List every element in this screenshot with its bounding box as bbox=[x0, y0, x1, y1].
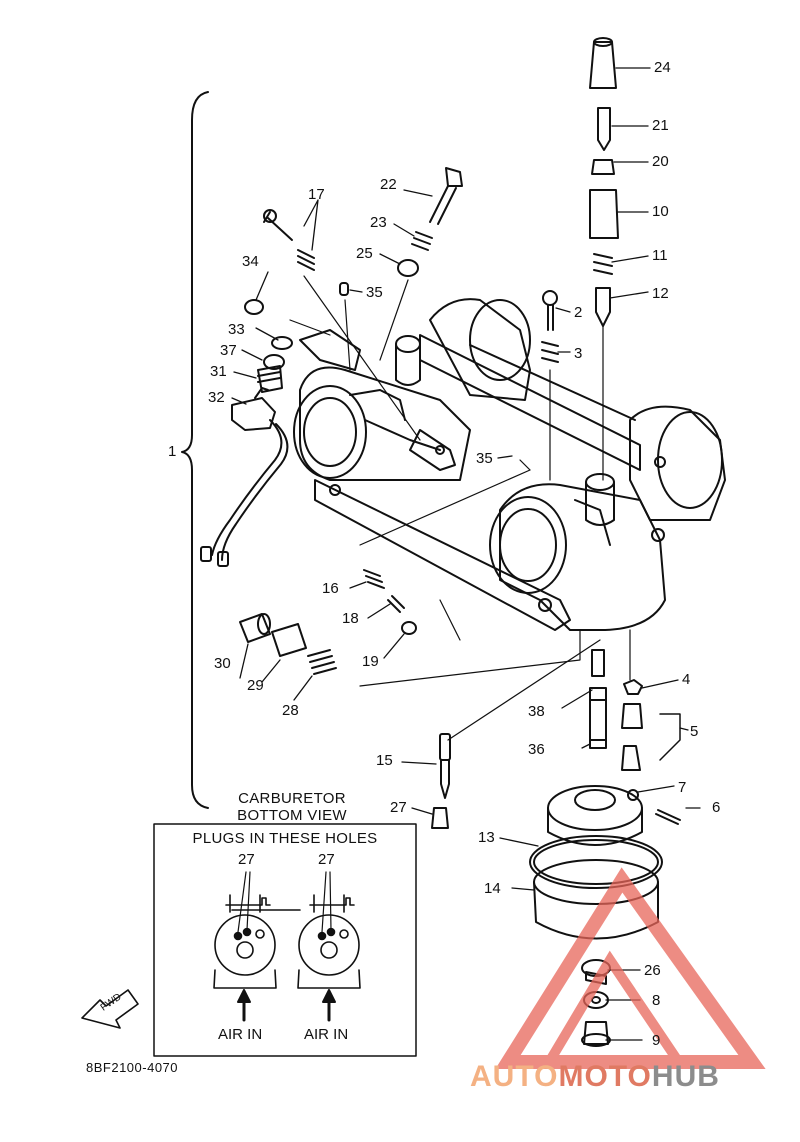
callout-12: 12 bbox=[652, 285, 669, 302]
spring-16 bbox=[363, 569, 385, 589]
assembly-bracket bbox=[181, 91, 209, 809]
callout-37: 37 bbox=[220, 342, 237, 359]
callout-27-inset-right: 27 bbox=[318, 851, 335, 868]
leader-lines bbox=[231, 67, 701, 1041]
watermark-logo bbox=[495, 867, 766, 1069]
callout-31: 31 bbox=[210, 363, 227, 380]
callout-30: 30 bbox=[214, 655, 231, 672]
plug-27 bbox=[431, 807, 449, 829]
cap-25 bbox=[397, 259, 419, 277]
inset-carb-left bbox=[213, 894, 301, 989]
inset-carb-right bbox=[297, 894, 361, 989]
plug-35 bbox=[339, 282, 349, 296]
inset-carburetors bbox=[213, 871, 361, 989]
callout-36: 36 bbox=[528, 741, 545, 758]
callout-8: 8 bbox=[652, 992, 661, 1009]
callout-3: 3 bbox=[574, 345, 583, 362]
callout-10: 10 bbox=[652, 203, 669, 220]
spring-23 bbox=[411, 231, 433, 251]
callout-18: 18 bbox=[342, 610, 359, 627]
callout-35-top: 35 bbox=[366, 284, 383, 301]
callout-15: 15 bbox=[376, 752, 393, 769]
diagram-code: 8BF2100-4070 bbox=[86, 1060, 179, 1075]
linkage-rail bbox=[314, 334, 641, 631]
callout-14: 14 bbox=[484, 880, 501, 897]
watermark-part-2: MOTO bbox=[558, 1060, 652, 1093]
bottom-view-title: CARBURETOR BOTTOM VIEW bbox=[237, 790, 347, 824]
plug-holes bbox=[233, 927, 336, 941]
callout-35-mid: 35 bbox=[476, 450, 493, 467]
throttle-arm bbox=[409, 429, 456, 471]
float-bowl bbox=[529, 785, 681, 1047]
callout-29: 29 bbox=[247, 677, 264, 694]
watermark-text: AUTOMOTOHUB bbox=[470, 1060, 720, 1094]
plugs-label: PLUGS IN THESE HOLES bbox=[192, 830, 378, 847]
spring-3 bbox=[541, 341, 559, 363]
callout-38: 38 bbox=[528, 703, 545, 720]
pin-18 bbox=[387, 595, 405, 613]
air-in-arrows bbox=[237, 989, 336, 1022]
callout-13: 13 bbox=[478, 829, 495, 846]
callout-11: 11 bbox=[652, 247, 668, 264]
air-in-left-label: AIR IN bbox=[218, 1026, 263, 1043]
jet-5b bbox=[621, 745, 641, 771]
callout-20: 20 bbox=[652, 153, 669, 170]
needle-jet bbox=[589, 649, 607, 749]
callout-4: 4 bbox=[682, 671, 691, 688]
needle-parts bbox=[239, 613, 337, 675]
callout-19: 19 bbox=[362, 653, 379, 670]
guide-lines bbox=[289, 275, 631, 741]
pilot-screw-parts bbox=[244, 299, 293, 393]
fwd-arrow bbox=[81, 989, 139, 1029]
screw-2 bbox=[542, 290, 558, 331]
callout-28: 28 bbox=[282, 702, 299, 719]
callout-21: 21 bbox=[652, 117, 669, 134]
inset-frame bbox=[153, 823, 417, 1057]
callout-23: 23 bbox=[370, 214, 387, 231]
top-stack bbox=[589, 37, 619, 327]
callout-26: 26 bbox=[644, 962, 661, 979]
front-carburetor bbox=[489, 405, 726, 631]
callout-9: 9 bbox=[652, 1032, 661, 1049]
callout-17: 17 bbox=[308, 186, 325, 203]
callout-24: 24 bbox=[654, 59, 671, 76]
clip-19 bbox=[401, 621, 417, 635]
screw-17 bbox=[263, 211, 293, 241]
nut-4 bbox=[623, 679, 643, 695]
callout-7: 7 bbox=[678, 779, 687, 796]
callout-25: 25 bbox=[356, 245, 373, 262]
callout-32: 32 bbox=[208, 389, 225, 406]
air-in-right-label: AIR IN bbox=[304, 1026, 349, 1043]
callout-22: 22 bbox=[380, 176, 397, 193]
callout-27-inset-left: 27 bbox=[238, 851, 255, 868]
needle-15 bbox=[439, 733, 451, 799]
callout-2: 2 bbox=[574, 304, 583, 321]
callout-34: 34 bbox=[242, 253, 259, 270]
callout-27-main: 27 bbox=[390, 799, 407, 816]
callout-6: 6 bbox=[712, 799, 721, 816]
callout-1: 1 bbox=[168, 443, 177, 460]
callout-33: 33 bbox=[228, 321, 245, 338]
rear-carburetor bbox=[293, 298, 531, 481]
watermark-part-1: AUTO bbox=[470, 1060, 559, 1093]
jet-5a bbox=[621, 703, 643, 729]
watermark-part-3: HUB bbox=[651, 1060, 720, 1093]
bolt-22 bbox=[429, 167, 463, 225]
callout-5: 5 bbox=[690, 723, 699, 740]
sensor-with-cable bbox=[200, 387, 289, 567]
callout-16: 16 bbox=[322, 580, 339, 597]
